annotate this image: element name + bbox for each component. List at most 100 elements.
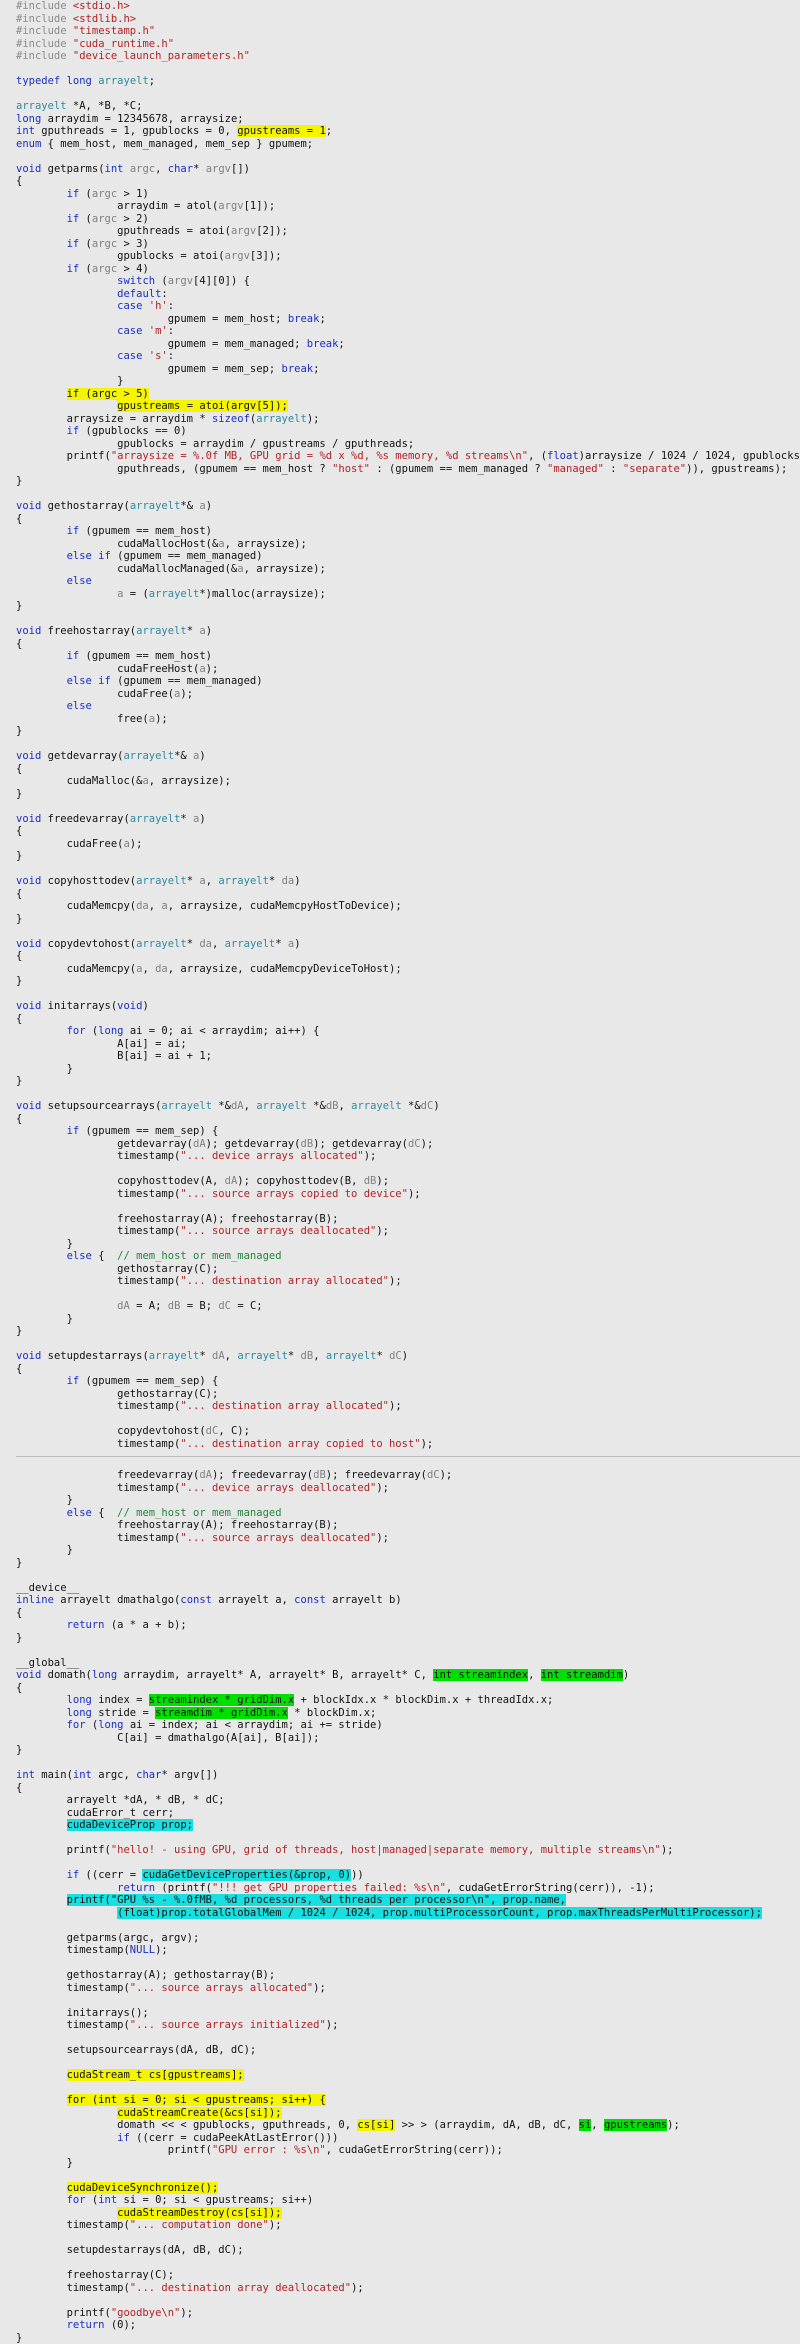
code-line (16, 488, 800, 501)
code-token: ); freedevarray( (326, 1469, 427, 1481)
code-line: timestamp("... device arrays deallocated… (16, 1482, 800, 1495)
code-line: void setupsourcearrays(arrayelt *&dA, ar… (16, 1100, 800, 1113)
code-token: * (199, 1350, 212, 1362)
code-token: } (16, 788, 22, 800)
code-token: else (67, 1250, 92, 1262)
code-token: da (136, 900, 149, 912)
code-token: } (16, 2157, 73, 2169)
code-token: getparms(argc, argv); (16, 1932, 199, 1944)
code-token: arrayelt *dA, * dB, * dC; (16, 1794, 225, 1806)
code-token: } (16, 975, 22, 987)
code-token: ); (130, 838, 143, 850)
code-token: void (117, 1000, 142, 1012)
code-line: gpublocks = arraydim / gpustreams / gput… (16, 438, 800, 451)
code-token: * (376, 1350, 389, 1362)
code-token: "host" (332, 463, 370, 475)
code-token: if (67, 238, 80, 250)
code-line (16, 150, 800, 163)
code-line: } (16, 788, 800, 801)
code-token: freehostarray(A); freehostarray(B); (16, 1213, 338, 1225)
code-line: arrayelt *dA, * dB, * dC; (16, 1794, 800, 1807)
code-line: (float)prop.totalGlobalMem / 1024 / 1024… (16, 1907, 800, 1920)
code-token: , arraysize); (244, 563, 326, 575)
code-token: break (307, 338, 339, 350)
code-token: dA (231, 1100, 244, 1112)
code-line: C[ai] = dmathalgo(A[ai], B[ai]); (16, 1732, 800, 1745)
code-line: printf("hello! - using GPU, grid of thre… (16, 1844, 800, 1857)
code-line (16, 1569, 800, 1582)
code-line: #include <stdio.h> (16, 0, 800, 13)
code-token: ; (149, 75, 155, 87)
code-line: { (16, 888, 800, 901)
code-token: , (225, 1350, 238, 1362)
code-line: } (16, 475, 800, 488)
code-token: (gpumem == mem_host) (79, 650, 212, 662)
code-token: > 3) (117, 238, 149, 250)
code-line (16, 1919, 800, 1932)
code-token: { (92, 1250, 117, 1262)
code-token: ); (180, 2307, 193, 2319)
code-token: if (67, 425, 80, 437)
code-line: if (gpumem == mem_host) (16, 650, 800, 663)
code-line (16, 1288, 800, 1301)
code-token: arrayelt a, (212, 1594, 294, 1606)
code-token: ) (206, 500, 212, 512)
code-line: } (16, 850, 800, 863)
page-separator (16, 1456, 800, 1457)
code-token: timestamp( (16, 1400, 180, 1412)
code-line: } (16, 975, 800, 988)
code-line: for (long ai = 0; ai < arraydim; ai++) { (16, 1025, 800, 1038)
code-line: timestamp("... destination array allocat… (16, 1275, 800, 1288)
code-token: for (67, 1025, 86, 1037)
code-token: * (180, 813, 193, 825)
code-token: #include (16, 0, 73, 12)
code-line: } (16, 1744, 800, 1757)
code-line: copyhosttodev(A, dA); copyhosttodev(B, d… (16, 1175, 800, 1188)
code-line: void copydevtohost(arrayelt* da, arrayel… (16, 938, 800, 951)
code-token: *A, *B, *C; (67, 100, 143, 112)
code-token: gpustreams (604, 2119, 667, 2131)
code-token: ( (86, 2194, 99, 2206)
code-token: int streamindex (433, 1669, 528, 1681)
code-token: (gpumem == mem_managed) (111, 675, 263, 687)
code-token: ( (155, 275, 168, 287)
code-token: B[ai] = ai + 1; (16, 1050, 212, 1062)
code-token: "arraysize = %.0f MB, GPU grid = %d x %d… (111, 450, 528, 462)
code-token: #include (16, 50, 73, 62)
code-token: __global__ (16, 1657, 79, 1669)
code-token: "hello! - using GPU, grid of threads, ho… (111, 1844, 661, 1856)
code-token: timestamp( (16, 2282, 130, 2294)
code-token: timestamp( (16, 1982, 130, 1994)
code-token: : (gpumem == mem_managed ? (370, 463, 547, 475)
code-token: gethostarray( (41, 500, 130, 512)
code-line: cudaMemcpy(da, a, arraysize, cudaMemcpyH… (16, 900, 800, 913)
code-token: , cudaGetErrorString(cerr)); (326, 2144, 503, 2156)
code-token: } (16, 1494, 73, 1506)
code-token: , arraysize, cudaMemcpyHostToDevice); (168, 900, 402, 912)
code-token: timestamp( (16, 2019, 130, 2031)
code-token (16, 350, 117, 362)
code-line: __global__ (16, 1657, 800, 1670)
code-token: void (16, 750, 41, 762)
code-token: , (528, 1669, 541, 1681)
code-token (16, 2194, 67, 2206)
code-token (16, 1507, 67, 1519)
code-token: cudaStream_t cs[gpustreams]; (67, 2069, 244, 2081)
code-token: ) (206, 625, 212, 637)
code-token: #include (16, 13, 73, 25)
code-token: gpumem = mem_sep; (16, 363, 282, 375)
code-line: } (16, 725, 800, 738)
code-line: cudaFree(a); (16, 838, 800, 851)
code-token (16, 525, 67, 537)
code-token: if (argc > 5) (67, 388, 149, 400)
code-token: if (117, 2132, 130, 2144)
code-token: * (288, 1350, 301, 1362)
code-token: } (16, 1238, 73, 1250)
code-line: } (16, 1063, 800, 1076)
code-token: return (67, 1619, 105, 1631)
code-token: ); (155, 713, 168, 725)
code-line: cudaMemcpy(a, da, arraysize, cudaMemcpyD… (16, 963, 800, 976)
code-line (16, 1088, 800, 1101)
code-token: ); (408, 1188, 421, 1200)
